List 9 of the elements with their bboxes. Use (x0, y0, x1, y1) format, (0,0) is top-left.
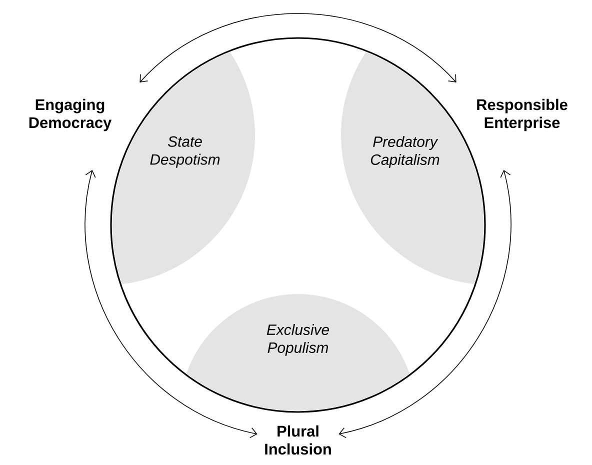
label: Responsible Enterprise (477, 98, 568, 132)
label: Engaging Democracy (29, 98, 112, 132)
region-label: Exclusive Populism (266, 324, 329, 356)
arrow (84, 170, 258, 438)
arrow (140, 13, 456, 82)
label: Plural Inclusion (265, 425, 331, 455)
arrow (338, 170, 512, 438)
region-label: State Despotism (150, 136, 220, 168)
region-label: Predatory Capitalism (370, 136, 440, 168)
